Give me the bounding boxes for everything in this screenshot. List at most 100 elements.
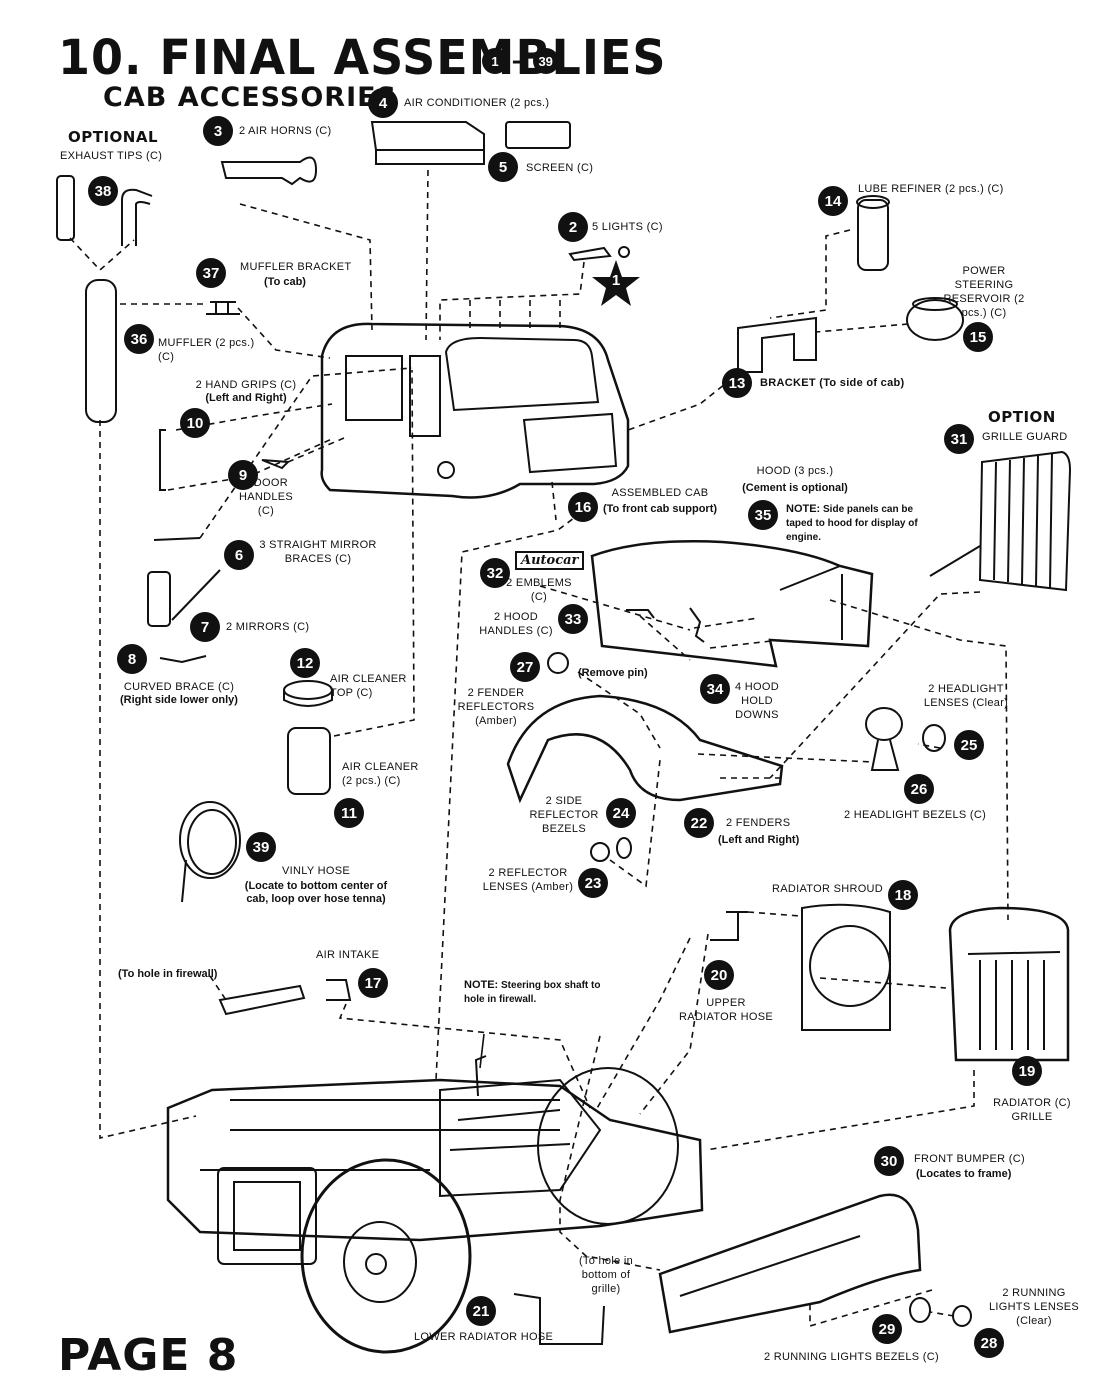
air-intake (218, 979, 352, 1016)
part-label-7: 2 MIRRORS (C) (226, 621, 310, 633)
engine-block (439, 1078, 602, 1198)
upper-radiator-hose (710, 911, 748, 941)
chassis-battery-box (217, 1167, 317, 1265)
hood-hold-down (689, 607, 705, 643)
door-handle (261, 459, 291, 470)
muffler-bracket (206, 301, 240, 315)
hood-note-label: NOTE: (786, 503, 821, 515)
part-badge-14: 14 (818, 186, 848, 216)
part-label-28: 2 RUNNING LIGHTS LENSES (Clear) (988, 1287, 1080, 1327)
cab-body (320, 322, 630, 499)
part-label-35: HOOD (3 pcs.) (756, 465, 834, 477)
side-reflector-lens (590, 842, 610, 862)
part-label-25: 2 HEADLIGHT LENSES (Clear) (923, 683, 1009, 709)
part-badge-2: 2 (558, 212, 588, 242)
autocar-emblem: Autocar (515, 551, 585, 570)
power-steering-reservoir (906, 299, 964, 341)
air-horns (220, 156, 318, 186)
part-sub-39: (Locate to bottom center of cab, loop ov… (244, 880, 388, 905)
side-bracket (737, 316, 817, 373)
part-label-4: AIR CONDITIONER (2 pcs.) (404, 97, 550, 109)
part-badge-19: 19 (1012, 1056, 1042, 1086)
part-label-8: CURVED BRACE (C) (123, 681, 235, 693)
screen-part (505, 121, 571, 149)
part-label-16: ASSEMBLED CAB (611, 487, 709, 499)
part-badge-32: 32 (480, 558, 510, 588)
part-badge-16: 16 (568, 492, 598, 522)
part-badge-13: 13 (722, 368, 752, 398)
part-badge-29: 29 (872, 1314, 902, 1344)
part-label-15: POWER STEERING RESERVOIR (2 pcs.) (C) (943, 265, 1025, 319)
part-label-26: 2 HEADLIGHT BEZELS (C) (844, 809, 987, 821)
air-cleaner-top (283, 680, 333, 700)
part-range-end: 39 (532, 48, 559, 74)
part-label-5: SCREEN (C) (526, 162, 594, 174)
part-label-9: 2 DOOR HANDLES (C) (238, 477, 294, 517)
part-label-29: 2 RUNNING LIGHTS BEZELS (C) (764, 1351, 939, 1363)
part-label-17: AIR INTAKE (316, 949, 380, 961)
part-label-33: 2 HOOD HANDLES (C) (479, 611, 553, 637)
headlight-lens (922, 724, 946, 752)
part-badge-12: 12 (290, 648, 320, 678)
part-label-27: 2 FENDER REFLECTORS (Amber) (457, 687, 535, 727)
part-label-38: EXHAUST TIPS (C) (60, 150, 163, 162)
part-label-6: 3 STRAIGHT MIRROR BRACES (C) (259, 539, 377, 565)
part-label-37: MUFFLER BRACKET (240, 261, 352, 273)
part-label-31: GRILLE GUARD (982, 431, 1068, 443)
hood (590, 540, 874, 668)
part-badge-28: 28 (974, 1328, 1004, 1358)
firewall-hole-callout: (To hole in firewall) (118, 968, 218, 980)
part-badge-26: 26 (904, 774, 934, 804)
part-label-22: 2 FENDERS (726, 817, 791, 829)
hood-handle (626, 609, 655, 619)
part-sub-16: (To front cab support) (602, 503, 718, 515)
part-sub-10: (Left and Right) (205, 392, 287, 404)
part-range-start: 1 (482, 48, 508, 74)
part-badge-15: 15 (963, 322, 993, 352)
part-label-30: FRONT BUMPER (C) (914, 1153, 1025, 1165)
hood-note-text: Side panels can be taped to hood for dis… (786, 504, 918, 543)
part-badge-21: 21 (466, 1296, 496, 1326)
part-label-19: RADIATOR (C) GRILLE (993, 1097, 1071, 1123)
part-badge-34: 34 (700, 674, 730, 704)
part-label-34: 4 HOOD HOLD DOWNS (735, 681, 779, 721)
part-label-12: AIR CLEANER TOP (C) (330, 673, 407, 699)
part-sub-27: (Remove pin) (578, 667, 648, 679)
part-label-21: LOWER RADIATOR HOSE (414, 1331, 554, 1343)
part-badge-37: 37 (196, 258, 226, 288)
part-badge-22: 22 (684, 808, 714, 838)
grille-guard (978, 450, 1072, 592)
roof-light (568, 246, 612, 262)
part-badge-5: 5 (488, 152, 518, 182)
part-badge-20: 20 (704, 960, 734, 990)
part-badge-10: 10 (180, 408, 210, 438)
part-label-24: 2 SIDE REFLECTOR BEZELS (529, 795, 599, 835)
part-label-20: UPPER RADIATOR HOSE (679, 997, 773, 1023)
part-badge-1-number: 1 (611, 272, 621, 289)
hood-note: NOTE: Side panels can be taped to hood f… (786, 502, 942, 545)
fender (506, 694, 784, 804)
part-badge-24: 24 (606, 798, 636, 828)
part-badge-39: 39 (246, 832, 276, 862)
side-reflector-bezel (616, 837, 632, 859)
chassis-frame (166, 1078, 704, 1242)
part-label-13: BRACKET (To side of cab) (760, 377, 905, 389)
curved-brace (159, 655, 207, 664)
option-heading: OPTION (988, 408, 1056, 426)
star-icon (592, 260, 640, 306)
headlight-bezel (865, 707, 903, 741)
part-badge-3: 3 (203, 116, 233, 146)
lube-refiner (857, 199, 889, 271)
part-badge-7: 7 (190, 612, 220, 642)
part-badge-30: 30 (874, 1146, 904, 1176)
part-label-36: MUFFLER (2 pcs.) (C) (158, 337, 255, 363)
mirror-brace (153, 537, 201, 541)
air-cleaner (287, 727, 331, 795)
front-wheel (300, 1158, 472, 1354)
vinyl-hose (179, 801, 241, 879)
part-sub-35: (Cement is optional) (742, 482, 848, 494)
part-range: 1 – 39 (482, 44, 559, 78)
part-label-32: 2 EMBLEMS (C) (506, 577, 572, 603)
running-light-bezel (909, 1297, 931, 1323)
part-label-11: AIR CLEANER (2 pcs.) (C) (342, 761, 419, 787)
